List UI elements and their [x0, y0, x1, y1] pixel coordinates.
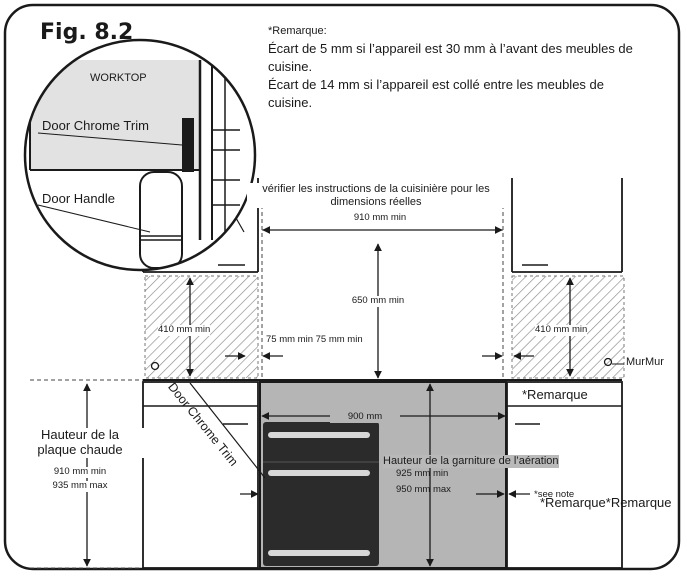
hob-height-line-1: Hauteur de la: [40, 427, 120, 442]
left-base-cabinet: [142, 381, 259, 569]
hob-height-label: Hauteur de la plaque chaude: [16, 427, 144, 458]
door-handle-label: Door Handle: [42, 191, 115, 206]
remark-top: *Remarque: [522, 387, 588, 402]
vent-height-label: Hauteur de la garniture de l’aération: [383, 455, 559, 468]
dim-hob-935: 935 mm max: [36, 480, 124, 492]
dim-height-650: 650 mm min: [330, 295, 426, 307]
left-wall-marker: [150, 361, 160, 371]
see-note-label: *see note: [534, 489, 575, 500]
wall-label: MurMur: [626, 356, 664, 368]
dim-width-900: 900 mm: [330, 411, 400, 423]
chrome-trim-detail: [182, 118, 194, 172]
dim-left-410: 410 mm min: [158, 324, 211, 336]
dim-hob-910: 910 mm min: [36, 466, 124, 478]
door-handle-detail: [139, 171, 183, 269]
dim-width-910: 910 mm min: [353, 212, 407, 223]
check-instructions: vérifier les instructions de la cuisiniè…: [247, 183, 505, 209]
note-line-2: Écart de 14 mm si l’appareil est collé e…: [268, 77, 604, 110]
right-wall-marker: [603, 357, 613, 367]
dim-height-950: 950 mm max: [396, 484, 451, 495]
note-block: *Remarque: Écart de 5 mm si l’appareil e…: [268, 22, 638, 112]
note-line-1: Écart de 5 mm si l’appareil est 30 mm à …: [268, 41, 633, 74]
worktop-label: WORKTOP: [90, 72, 147, 84]
dim-height-925: 925 mm min: [396, 468, 449, 479]
appliance: [259, 381, 507, 569]
right-wall-cabinet: [511, 178, 623, 273]
dim-clearance-75: 75 mm min 75 mm min: [266, 334, 363, 345]
chrome-trim-leader: [189, 382, 266, 479]
appliance-door: [263, 422, 379, 566]
chrome-trim-label: Door Chrome Trim: [42, 118, 149, 133]
drawer-handle-middle: [268, 470, 370, 476]
right-base-cabinet: [506, 381, 623, 569]
drawer-handle-bottom: [268, 550, 370, 556]
hob-height-line-2: plaque chaude: [37, 441, 123, 457]
drawer-handle-top: [268, 432, 370, 438]
figure-label: Fig. 8.2: [40, 20, 134, 45]
dim-right-410: 410 mm min: [535, 324, 588, 336]
note-heading: *Remarque:: [268, 25, 327, 37]
detail-inset: [23, 38, 257, 272]
remark-right: *Remarque*Remarque: [540, 495, 672, 510]
